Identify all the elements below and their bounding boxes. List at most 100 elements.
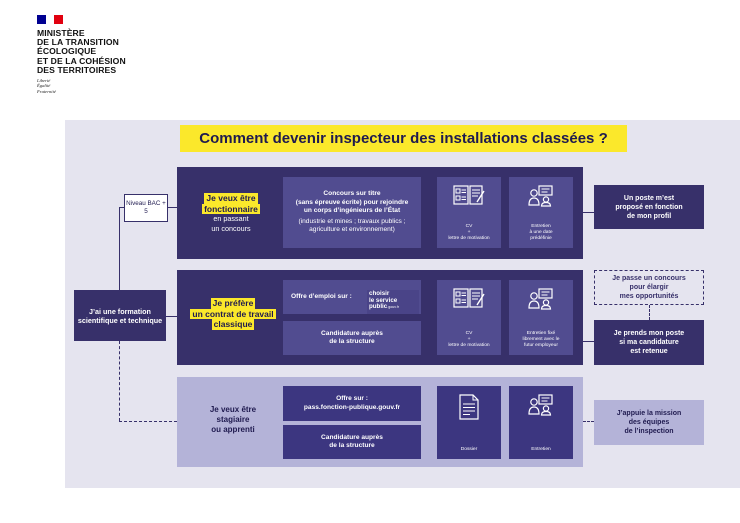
label-line: stagiaire: [216, 415, 250, 424]
box-title-line: (sans épreuve écrite) pour rejoindre: [295, 198, 409, 206]
concours-box: Concours sur titre (sans épreuve écrite)…: [283, 177, 421, 248]
dashed-connector: [119, 341, 120, 421]
ministry-line: DE LA TRANSITION: [37, 37, 119, 48]
connector-line: [583, 341, 594, 342]
label-line: Je veux être: [209, 405, 257, 414]
box-detail-line: agriculture et environnement): [309, 226, 395, 234]
option-line: Je passe un concours: [612, 275, 686, 282]
step-dossier: Dossier: [437, 386, 501, 459]
step-label-line: Entretien: [531, 224, 551, 229]
step-label-line: +: [467, 230, 471, 235]
box-title-line: Candidature auprès: [321, 433, 383, 441]
path-fonctionnaire: Je veux être fonctionnaire en passant un…: [177, 167, 583, 259]
outcome-line: des équipes: [628, 419, 670, 426]
interview-icon: [528, 288, 554, 310]
connector-line: [168, 207, 177, 208]
ministry-logo: MINISTÈRE DE LA TRANSITION ÉCOLOGIQUE ET…: [37, 15, 157, 94]
label-sub: un concours: [211, 223, 251, 233]
page-title: Comment devenir inspecteur des installat…: [180, 125, 627, 152]
document-icon: [458, 394, 480, 420]
motto-line: Liberté: [37, 78, 51, 84]
logo-line: choisir: [369, 290, 390, 297]
option-line: mes opportunités: [619, 293, 679, 300]
offer-box: Offre sur : pass.fonction-publique.gouv.…: [283, 386, 421, 421]
label-sub: en passant: [213, 214, 249, 223]
box-title-line: Concours sur titre: [323, 190, 381, 198]
step-label-line: librement avec le: [522, 337, 560, 342]
step-label-line: Dossier: [460, 447, 478, 452]
step-label: Entretien fixé librement avec le futur e…: [523, 331, 560, 349]
step-interview: Entretien à une date prédéfinie: [509, 177, 573, 248]
path-label: Je préfère un contrat de travail classiq…: [183, 298, 283, 330]
step-label-line: CV: [465, 224, 473, 229]
step-label: Entretien à une date prédéfinie: [529, 224, 552, 242]
box-detail-line: (industrie et mines ; travaux publics ;: [298, 218, 406, 226]
ministry-name: MINISTÈRE DE LA TRANSITION ÉCOLOGIQUE ET…: [37, 28, 157, 75]
box-title-line: pass.fonction-publique.gouv.fr: [303, 403, 401, 411]
label-line: ou apprenti: [211, 425, 255, 434]
path-stagiaire: Je veux être stagiaire ou apprenti Offre…: [177, 377, 583, 467]
cv-letter-icon: [453, 185, 485, 205]
step-cv: CV + lettre de motivation: [437, 177, 501, 248]
step-label: CV + lettre de motivation: [448, 224, 489, 242]
step-label-line: lettre de motivation: [448, 343, 490, 348]
step-interview: Entretien fixé librement avec le futur e…: [509, 280, 573, 355]
logo-line: le service: [369, 296, 398, 304]
step-label-line: futur employeur: [524, 343, 558, 348]
highlight-text: Je veux être: [204, 193, 258, 204]
outcome-line: est retenue: [630, 348, 668, 355]
step-label: Dossier: [461, 447, 478, 453]
outcome-prise-de-poste: Je prends mon poste si ma candidature es…: [594, 320, 704, 365]
highlight-text: un contrat de travail: [190, 308, 276, 319]
dashed-connector: [119, 421, 177, 422]
box-title-line: Candidature auprès: [321, 329, 383, 337]
interview-icon: [528, 394, 554, 416]
step-label-line: à une date: [529, 230, 553, 235]
box-title-line: Offre d’emploi sur :: [291, 292, 352, 300]
outcome-line: Un poste m’est: [623, 194, 675, 202]
level-badge: Niveau BAC + 5: [124, 194, 168, 222]
outcome-line: de mon profil: [626, 212, 672, 220]
ministry-line: ÉCOLOGIQUE: [37, 46, 97, 57]
box-title-line: Offre sur :: [336, 395, 368, 403]
path-label: Je veux être fonctionnaire en passant un…: [183, 193, 279, 233]
origin-box: J’ai une formation scientifique et techn…: [74, 290, 166, 341]
box-title-line: de la structure: [329, 338, 375, 345]
step-label: Entretien: [531, 447, 551, 453]
connector-line: [583, 212, 594, 213]
outcome-poste-propose: Un poste m’est proposé en fonction de mo…: [594, 185, 704, 229]
republic-motto: Liberté Égalité Fraternité: [37, 78, 157, 94]
box-title-line: de la structure: [329, 442, 375, 449]
step-cv: CV + lettre de motivation: [437, 280, 501, 355]
ministry-line: ET DE LA COHÉSION: [37, 55, 126, 66]
step-label: CV + lettre de motivation: [448, 331, 489, 349]
logo-line: public: [369, 303, 388, 311]
highlight-text: fonctionnaire: [202, 203, 260, 214]
step-label-line: Entretien fixé: [526, 331, 556, 336]
path-contrat: Je préfère un contrat de travail classiq…: [177, 270, 583, 365]
logo-suffix: .gouv.fr: [387, 305, 399, 310]
outcome-line: Je prends mon poste: [613, 330, 685, 337]
application-box: Candidature auprès de la structure: [283, 425, 421, 459]
connector-line: [119, 207, 120, 290]
box-title-line: un corps d’ingénieurs de l’État: [303, 206, 401, 214]
outcome-appui-mission: J’appuie la mission des équipes de l’ins…: [594, 400, 704, 445]
outcome-line: J’appuie la mission: [616, 410, 682, 417]
highlight-text: classique: [211, 319, 255, 330]
choisir-le-service-public-logo: choisir le service public.gouv.fr: [367, 290, 419, 314]
step-interview: Entretien: [509, 386, 573, 459]
connector-line: [166, 316, 177, 317]
cv-letter-icon: [453, 288, 485, 308]
option-concours: Je passe un concours pour élargir mes op…: [594, 270, 704, 305]
dashed-connector: [649, 305, 650, 320]
connector-line: [119, 207, 124, 208]
application-box: Candidature auprès de la structure: [283, 321, 421, 355]
french-flag-icon: [37, 15, 64, 24]
step-label-line: lettre de motivation: [448, 236, 490, 241]
outcome-line: si ma candidature: [619, 339, 679, 346]
dashed-connector: [583, 421, 594, 422]
step-label-line: prédéfinie: [530, 236, 552, 241]
option-line: pour élargir: [629, 284, 669, 291]
outcome-line: de l’inspection: [624, 428, 674, 435]
path-label: Je veux être stagiaire ou apprenti: [185, 405, 281, 435]
